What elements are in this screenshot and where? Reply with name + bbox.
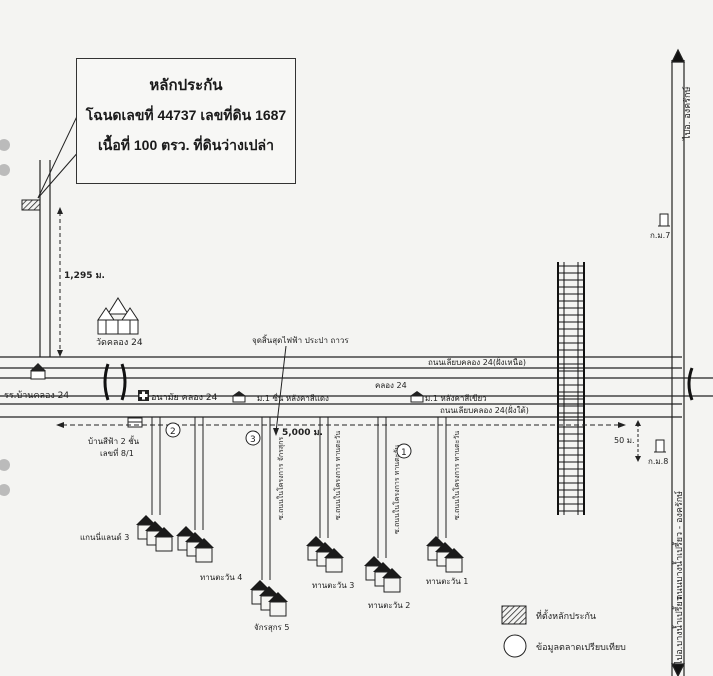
svg-text:2: 2 xyxy=(170,427,176,437)
soi-lanes xyxy=(151,417,447,580)
bridge-left xyxy=(103,363,127,401)
soi-label: ซ.ถนนในโครงการ ทานตะวัน xyxy=(452,431,461,520)
to-bangnamprieo-label: ไปอ.บางน้ำเปรี้ยว xyxy=(672,596,685,666)
project-label: ทานตะวัน 1 xyxy=(426,577,468,586)
to-ongkharak-label: ไปอ. องครักษ์ xyxy=(681,86,693,141)
collateral-info-box: หลักประกัน โฉนดเลขที่ 44737 เลขที่ดิน 16… xyxy=(76,58,296,184)
marker-1: 1 xyxy=(396,443,412,459)
south-road xyxy=(0,403,682,418)
village1-label: ม.1 ซื่น หลังคาสีแดง xyxy=(257,392,329,403)
project-cluster-icon xyxy=(136,515,174,551)
soi-label: ซ.ถนนในโครงการ ทานตะวัน xyxy=(333,431,342,520)
bridge-right xyxy=(687,367,694,401)
info-box-title: หลักประกัน xyxy=(149,77,223,94)
marker-2: 2 xyxy=(165,422,181,438)
pole-leader xyxy=(275,345,287,433)
marker-3: 3 xyxy=(245,430,261,446)
svg-text:3: 3 xyxy=(250,435,256,445)
shop-no-label: เลขที่ 8/1 xyxy=(100,447,134,458)
temple-icon xyxy=(97,297,139,335)
svg-text:1: 1 xyxy=(401,448,407,458)
distance-50-label: 50 ม. xyxy=(614,436,635,445)
canal xyxy=(0,377,713,397)
info-box-area-line: เนื้อที่ 100 ตรว. ที่ดินว่างเปล่า xyxy=(98,137,274,153)
km8-post-icon xyxy=(654,439,666,453)
right-road-label: ถนนบางน้ำเปรี้ยว - องครักษ์ xyxy=(672,491,685,600)
project-cluster-icon xyxy=(364,556,402,592)
km7-label: ก.ม.7 xyxy=(650,231,670,240)
house-icon xyxy=(410,391,424,403)
health-center-label: อนามัย คลอง 24 xyxy=(151,393,218,403)
shop-icon xyxy=(127,417,143,428)
distance-5000-label: 5,000 ม. xyxy=(282,428,323,438)
north-road-label: ถนนเลียบคลอง 24(ฝั่งเหนือ) xyxy=(428,356,526,367)
house-icon xyxy=(232,391,246,403)
binder-hole xyxy=(0,459,10,471)
binder-hole xyxy=(0,164,10,176)
project-label: ทานตะวัน 2 xyxy=(368,601,410,610)
project-label: แกนนี่แลนด์ 3 xyxy=(80,531,129,542)
callout-leader xyxy=(37,109,81,199)
project-label: ทานตะวัน 4 xyxy=(200,573,242,582)
health-center-icon xyxy=(138,390,149,401)
soi-label: ซ.ถนนในโครงการ ทานตะวัน xyxy=(392,445,401,534)
north-road xyxy=(0,356,682,369)
project-cluster-icon xyxy=(426,536,464,572)
village1b-label: ม.1 หลังคาสีเขียว xyxy=(425,394,487,403)
legend-market-swatch xyxy=(503,634,527,658)
school-label: รร.บ้านคลอง 24 xyxy=(4,390,69,401)
railway-ties xyxy=(558,265,584,512)
project-label: ทานตะวัน 3 xyxy=(312,581,354,590)
pole-label: จุดสิ้นสุดไฟฟ้า ประปา ถาวร xyxy=(252,334,349,345)
railway xyxy=(557,262,585,515)
right-road xyxy=(671,48,685,676)
km7-post-icon xyxy=(658,213,670,227)
info-box-deed-line: โฉนดเลขที่ 44737 เลขที่ดิน 1687 xyxy=(85,107,287,123)
project-label: จักรสุกร 5 xyxy=(254,623,289,632)
school-icon xyxy=(30,363,46,380)
soi-label: ซ.ถนนในโครงการ จักรสุกร xyxy=(276,437,285,520)
shop-label: บ้านสีฟ้า 2 ชั้น xyxy=(88,435,140,446)
canal-label: คลอง 24 xyxy=(375,381,407,390)
binder-hole xyxy=(0,139,10,151)
project-cluster-icon xyxy=(250,580,288,616)
legend-collateral-label: ที่ตั้งหลักประกัน xyxy=(536,609,596,622)
temple-label: วัดคลอง 24 xyxy=(96,338,143,348)
distance-1295-label: 1,295 ม. xyxy=(64,271,105,281)
binder-hole xyxy=(0,484,10,496)
project-cluster-icon xyxy=(306,536,344,572)
project-cluster-icon xyxy=(176,526,214,562)
collateral-site-marker xyxy=(21,199,41,211)
legend-collateral-swatch xyxy=(501,605,527,625)
km8-label: ก.ม.8 xyxy=(648,457,668,466)
south-road-label: ถนนเลียบคลอง 24(ฝั่งใต้) xyxy=(440,404,529,415)
legend-market-label: ข้อมูลตลาดเปรียบเทียบ xyxy=(536,642,626,653)
